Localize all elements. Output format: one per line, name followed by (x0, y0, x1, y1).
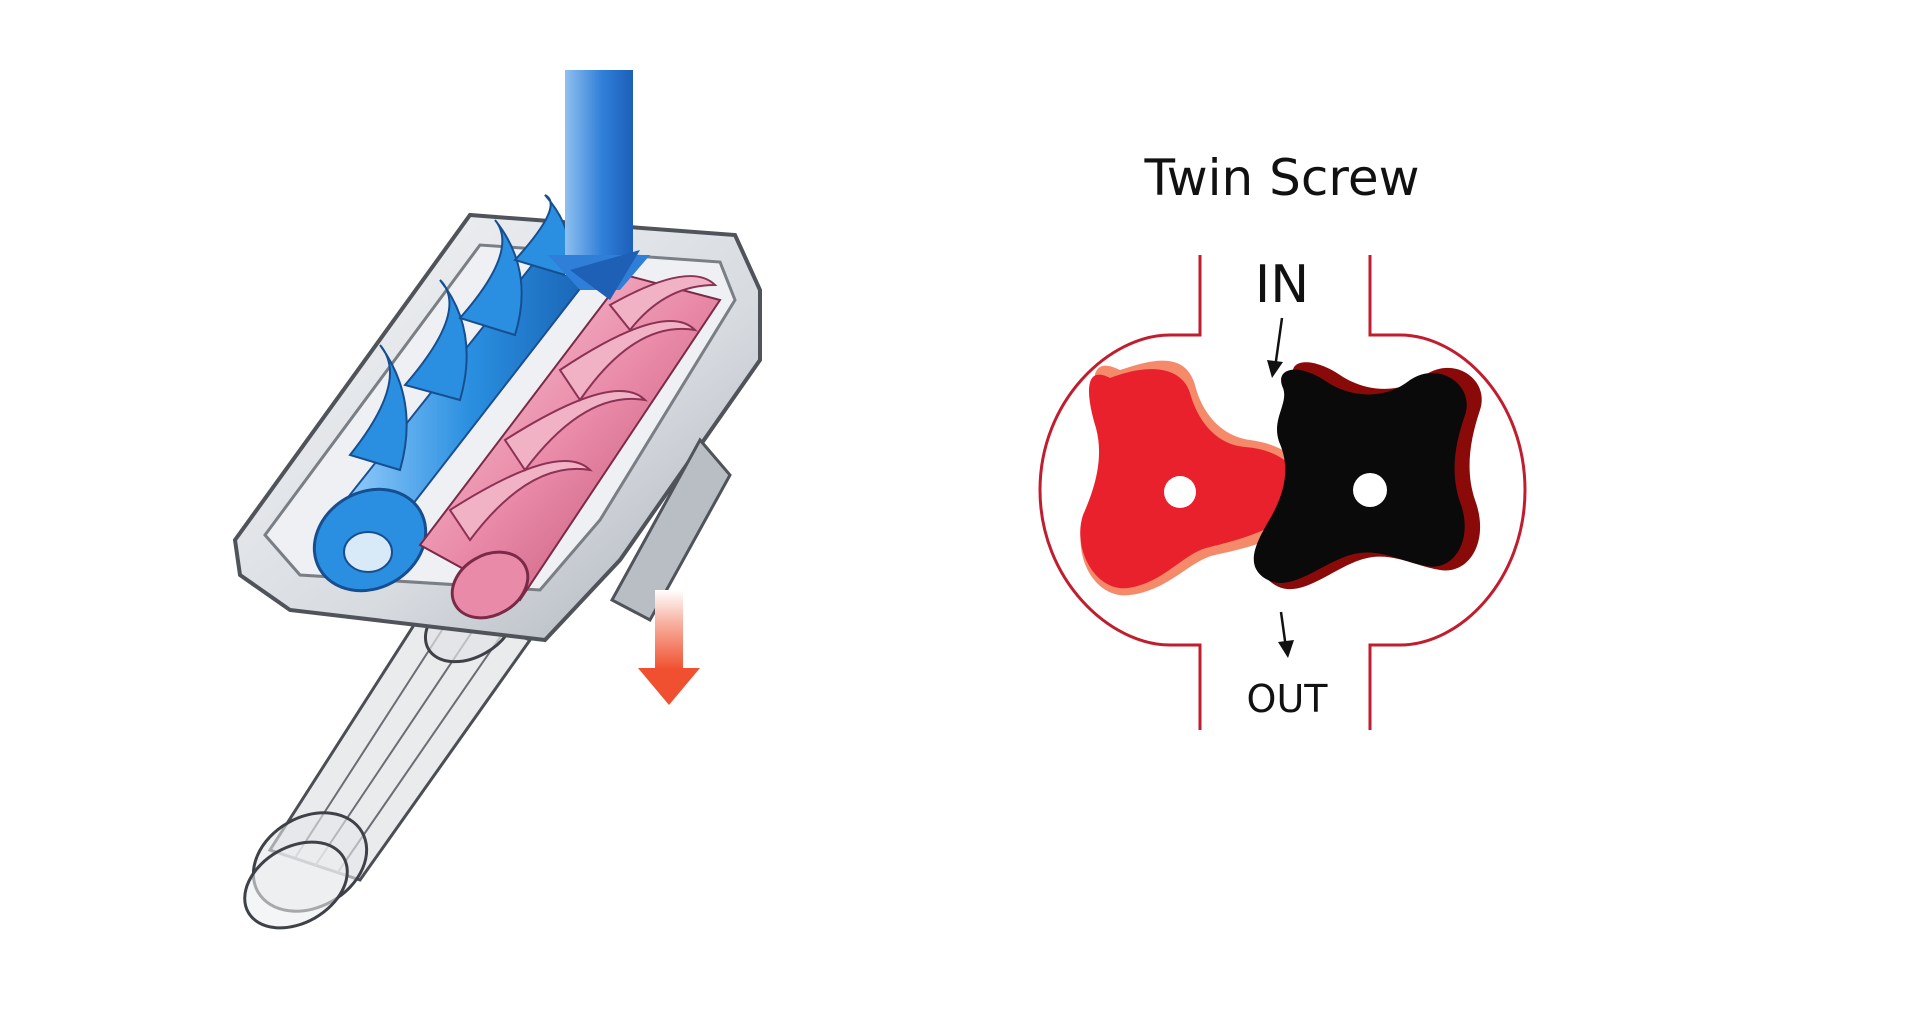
outlet-arrow-icon (1278, 611, 1294, 658)
inlet-arrow-icon (1267, 317, 1284, 378)
male-rotor-hub (1164, 476, 1196, 508)
pink-screw-rotor (418, 273, 722, 620)
female-rotor-four-lobe (1253, 362, 1482, 590)
outflow-arrow-icon (638, 590, 700, 705)
pump-housing-outline (1038, 255, 1527, 730)
inlet-label: IN (1255, 255, 1309, 315)
outlet-label: OUT (1247, 677, 1329, 721)
male-rotor-body (1080, 369, 1301, 589)
inflow-arrow-icon (548, 70, 650, 300)
twin-screw-cross-section: Twin Screw IN OUT (1038, 149, 1527, 730)
diagram-title: Twin Screw (1144, 149, 1420, 207)
male-rotor-three-lobe (1080, 360, 1311, 596)
female-rotor-hub (1353, 473, 1387, 507)
screw-cutaway-illustration (232, 70, 762, 930)
